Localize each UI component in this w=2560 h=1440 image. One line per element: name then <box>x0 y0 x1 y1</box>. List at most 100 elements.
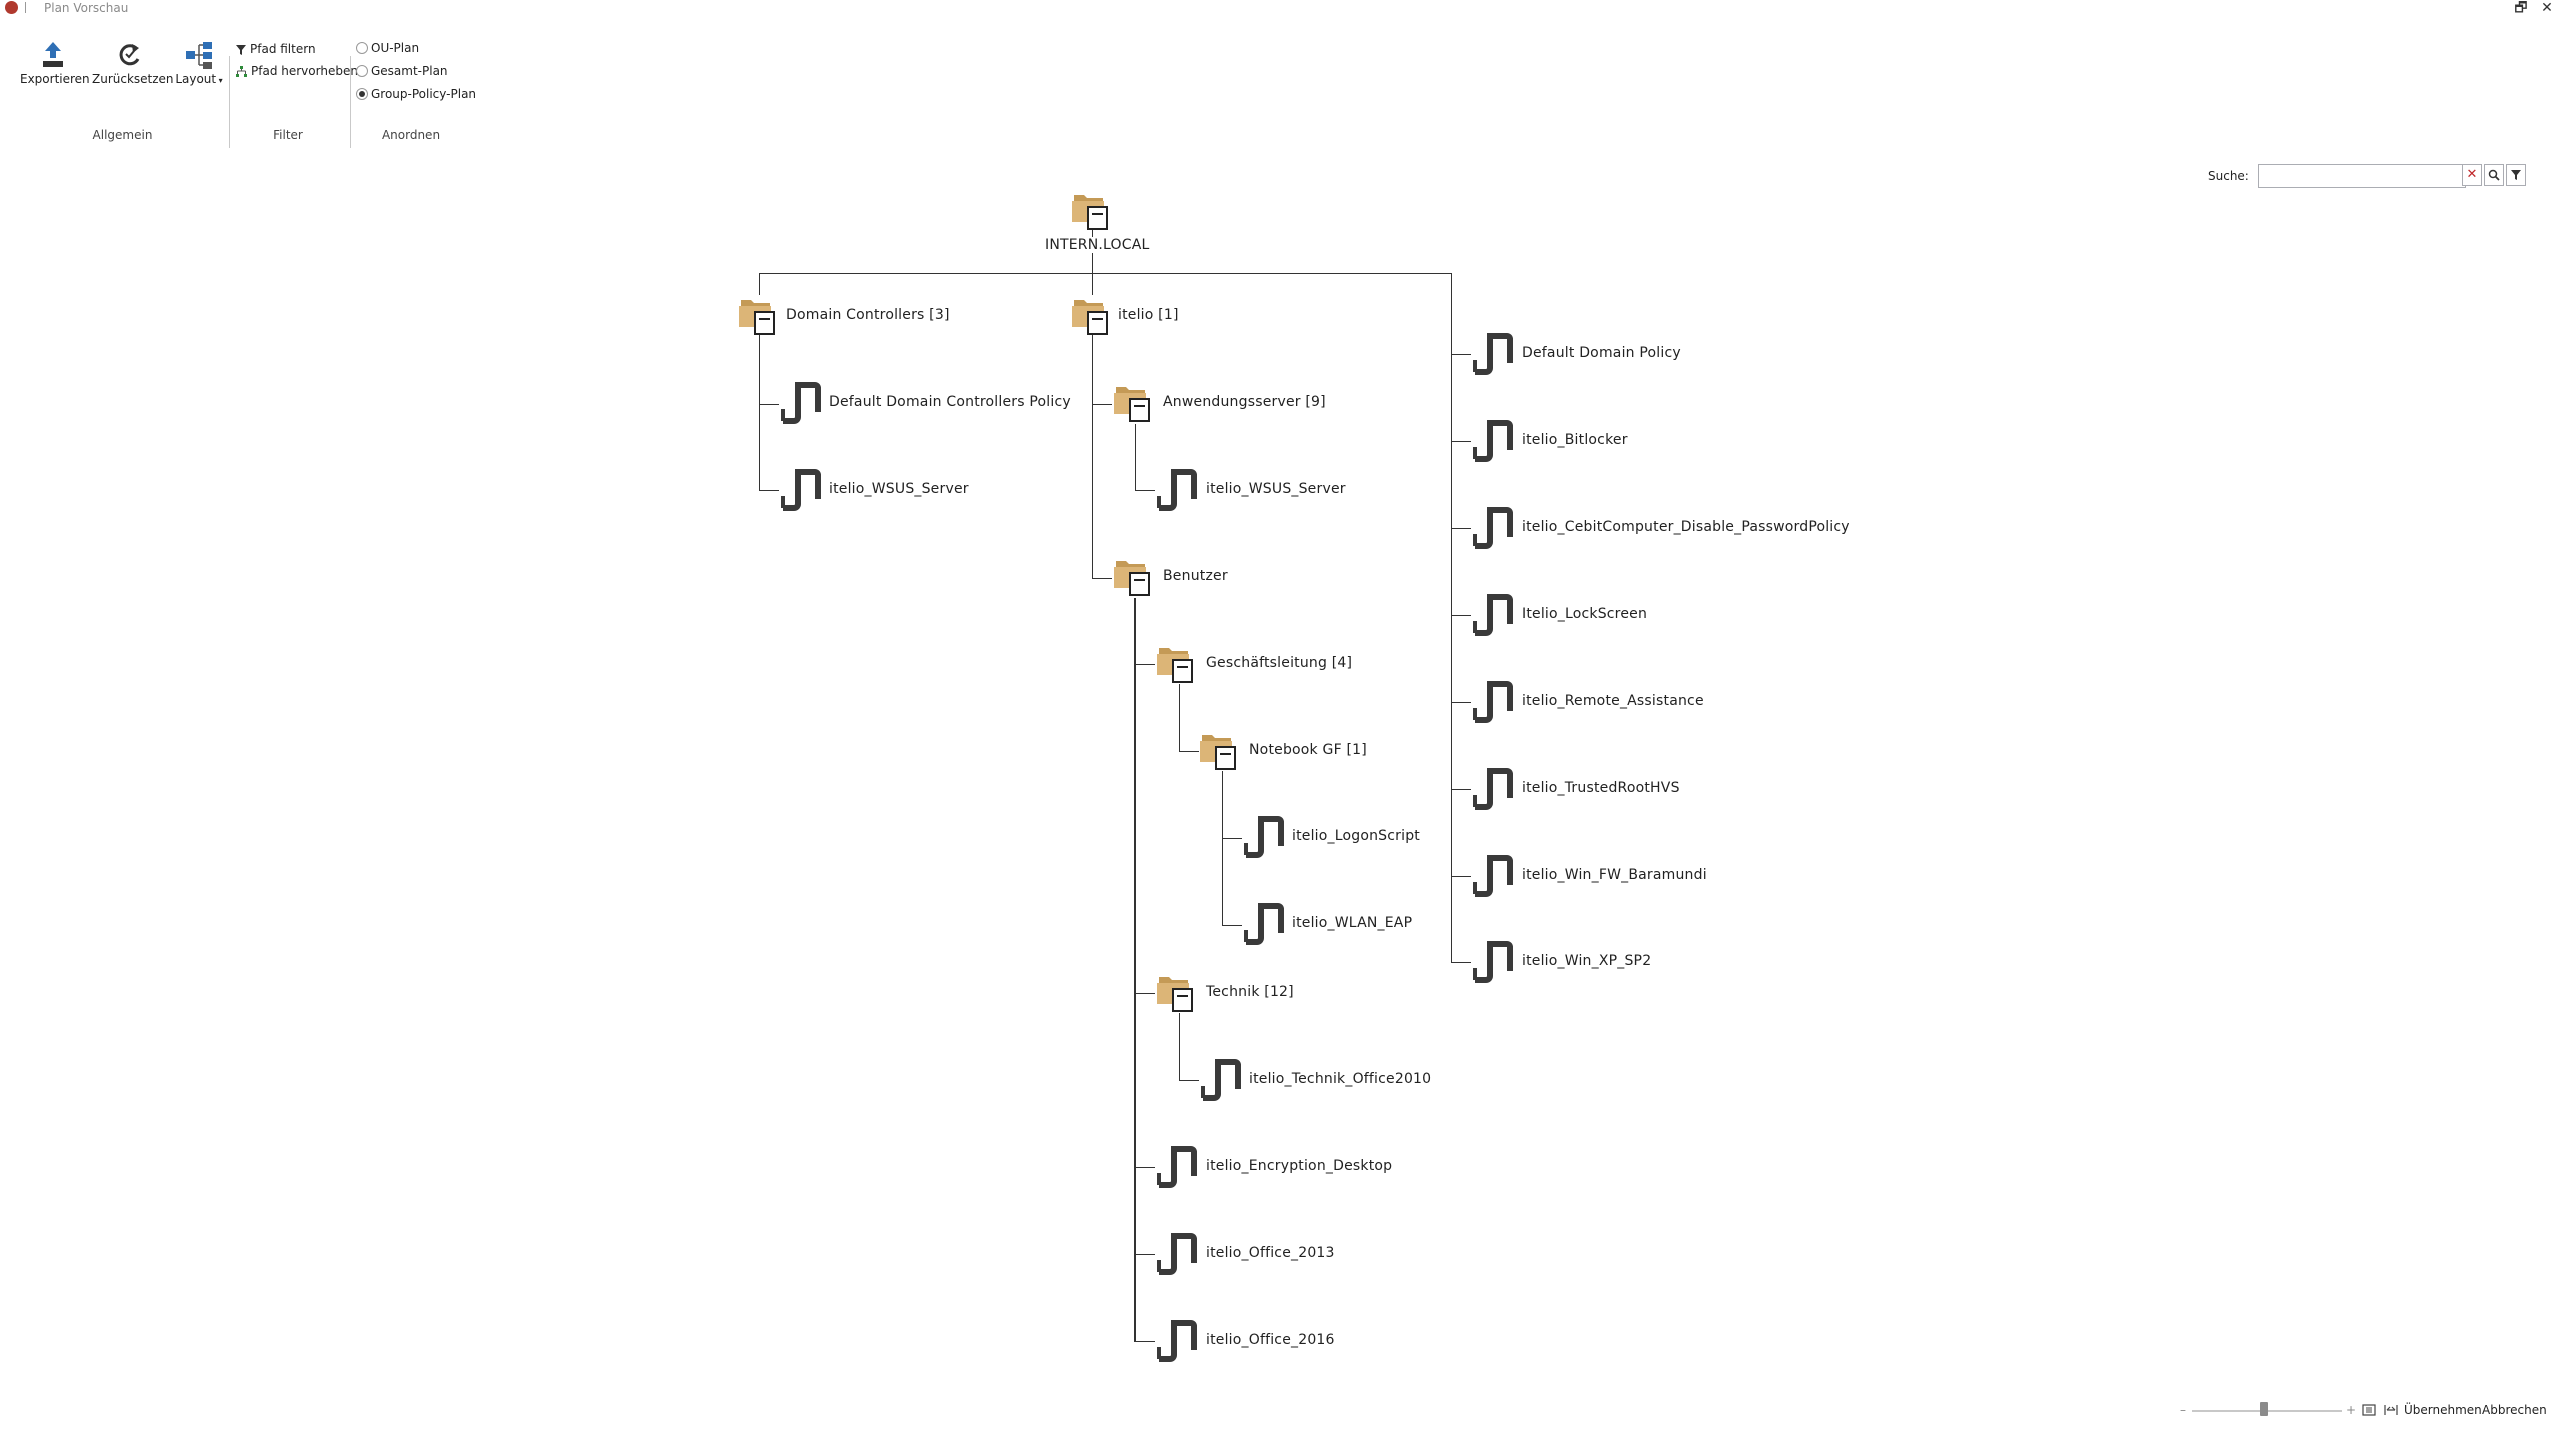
hierarchy-icon <box>236 66 247 77</box>
radio-circle-icon <box>356 42 368 54</box>
gpo-node-label[interactable]: itelio_Office_2013 <box>1206 1245 1335 1261</box>
gpo-icon[interactable] <box>1157 1145 1197 1189</box>
gpo-node-label[interactable]: itelio_WLAN_EAP <box>1292 915 1413 931</box>
connector-line <box>1179 1013 1180 1081</box>
gpo-node-label[interactable]: Itelio_LockScreen <box>1522 606 1648 622</box>
layout-label: Layout <box>175 72 217 86</box>
tree-root-label[interactable]: INTERN.LOCAL <box>1044 237 1151 253</box>
gpo-node-label[interactable]: itelio_WSUS_Server <box>829 481 969 497</box>
gpo-icon[interactable] <box>1201 1058 1241 1102</box>
ou-folder-icon[interactable] <box>1200 730 1240 772</box>
export-button[interactable]: Exportieren <box>20 40 90 86</box>
gpo-icon[interactable] <box>1244 815 1284 859</box>
highlight-path-button[interactable]: Pfad hervorheben <box>236 64 358 78</box>
radio-group-policy-plan[interactable]: Group-Policy-Plan <box>356 87 476 101</box>
ou-node-label[interactable]: Benutzer <box>1163 568 1228 584</box>
connector-line <box>1222 838 1242 839</box>
fit-to-page-icon[interactable] <box>2362 1404 2376 1416</box>
gpo-icon[interactable] <box>1473 940 1513 984</box>
connector-line <box>1135 490 1155 491</box>
layout-dropdown[interactable]: Layout ▾ <box>174 40 224 86</box>
cancel-button[interactable]: Abbrechen <box>2482 1403 2547 1417</box>
close-window-button[interactable]: ✕ <box>2541 0 2553 16</box>
gpo-node-label[interactable]: Default Domain Controllers Policy <box>829 394 1071 410</box>
radio-ou-plan[interactable]: OU-Plan <box>356 41 419 55</box>
gpo-icon[interactable] <box>1473 767 1513 811</box>
gpo-icon[interactable] <box>1473 506 1513 550</box>
radio-gesamt-plan-label: Gesamt-Plan <box>371 64 448 78</box>
gpo-node-label[interactable]: itelio_Remote_Assistance <box>1522 693 1704 709</box>
gpo-node-label[interactable]: itelio_CebitComputer_Disable_PasswordPol… <box>1522 519 1850 535</box>
ou-node-label[interactable]: Technik [12] <box>1206 984 1294 1000</box>
radio-group-policy-plan-label: Group-Policy-Plan <box>371 87 477 101</box>
gpo-icon[interactable] <box>781 468 821 512</box>
gpo-icon[interactable] <box>1473 680 1513 724</box>
ou-folder-icon[interactable] <box>1114 556 1154 598</box>
gpo-icon[interactable] <box>1157 468 1197 512</box>
connector-line <box>1135 424 1136 491</box>
ou-node-label[interactable]: Domain Controllers [3] <box>786 307 950 323</box>
connector-line <box>1451 962 1471 963</box>
gpo-node-label[interactable]: itelio_TrustedRootHVS <box>1522 780 1680 796</box>
gpo-node-label[interactable]: itelio_Win_FW_Baramundi <box>1522 867 1707 883</box>
search-button[interactable] <box>2484 164 2504 186</box>
restore-window-button[interactable]: 🗗 <box>2514 0 2528 16</box>
gpo-node-label[interactable]: itelio_Encryption_Desktop <box>1206 1158 1393 1174</box>
ou-folder-icon[interactable] <box>1157 643 1197 685</box>
gpo-node-label[interactable]: itelio_Bitlocker <box>1522 432 1628 448</box>
clear-search-button[interactable]: ✕ <box>2462 164 2482 186</box>
search-input[interactable] <box>2258 164 2466 188</box>
gpo-icon[interactable] <box>781 381 821 425</box>
reset-button[interactable]: Zurücksetzen <box>92 40 174 86</box>
window-title: Plan Vorschau <box>44 1 129 15</box>
filter-path-button[interactable]: Pfad filtern <box>236 42 316 56</box>
gpo-node-label[interactable]: Default Domain Policy <box>1522 345 1681 361</box>
connector-line <box>1179 1080 1199 1081</box>
connector-line <box>1135 664 1155 665</box>
gpo-icon[interactable] <box>1157 1232 1197 1276</box>
actual-size-icon[interactable] <box>2384 1404 2398 1416</box>
ou-folder-icon[interactable] <box>1114 382 1154 424</box>
connector-line <box>1451 876 1471 877</box>
zoom-out-button[interactable]: – <box>2180 1403 2186 1417</box>
ou-folder-icon[interactable] <box>1072 295 1112 337</box>
connector-line <box>759 273 760 295</box>
gpo-icon[interactable] <box>1473 419 1513 463</box>
ou-node-label[interactable]: Anwendungsserver [9] <box>1163 394 1326 410</box>
zoom-in-button[interactable]: + <box>2346 1403 2357 1417</box>
radio-gesamt-plan[interactable]: Gesamt-Plan <box>356 64 448 78</box>
gpo-icon[interactable] <box>1157 1319 1197 1363</box>
gpo-icon[interactable] <box>1473 593 1513 637</box>
connector-line <box>1451 615 1471 616</box>
connector-line <box>1451 441 1471 442</box>
chevron-down-icon: ▾ <box>216 76 223 85</box>
ou-node-label[interactable]: itelio [1] <box>1118 307 1179 323</box>
gpo-icon[interactable] <box>1473 854 1513 898</box>
gpo-node-label[interactable]: itelio_Win_XP_SP2 <box>1522 953 1652 969</box>
funnel-icon <box>2511 170 2521 180</box>
export-icon <box>43 42 63 67</box>
search-filter-button[interactable] <box>2506 164 2526 186</box>
connector-line <box>1135 1254 1155 1255</box>
ou-node-label[interactable]: Geschäftsleitung [4] <box>1206 655 1353 671</box>
gpo-node-label[interactable]: itelio_LogonScript <box>1292 828 1420 844</box>
gpo-icon[interactable] <box>1244 902 1284 946</box>
domain-ou-icon[interactable] <box>1072 190 1112 232</box>
apply-button[interactable]: Übernehmen <box>2404 1403 2482 1417</box>
ou-node-label[interactable]: Notebook GF [1] <box>1249 742 1367 758</box>
group-label-filter: Filter <box>273 128 303 142</box>
connector-line <box>759 273 1452 274</box>
zoom-slider-thumb[interactable] <box>2260 1402 2268 1416</box>
gpo-node-label[interactable]: itelio_Office_2016 <box>1206 1332 1335 1348</box>
gpo-node-label[interactable]: itelio_Technik_Office2010 <box>1249 1071 1432 1087</box>
connector-line <box>759 335 760 491</box>
ou-folder-icon[interactable] <box>1157 972 1197 1014</box>
title-bar: Plan Vorschau 🗗 ✕ <box>0 0 2560 16</box>
layout-icon <box>186 42 212 69</box>
gpo-node-label[interactable]: itelio_WSUS_Server <box>1206 481 1346 497</box>
radio-ou-plan-label: OU-Plan <box>371 41 420 55</box>
ou-folder-icon[interactable] <box>739 295 779 337</box>
gpo-icon[interactable] <box>1473 332 1513 376</box>
connector-line <box>759 490 779 491</box>
